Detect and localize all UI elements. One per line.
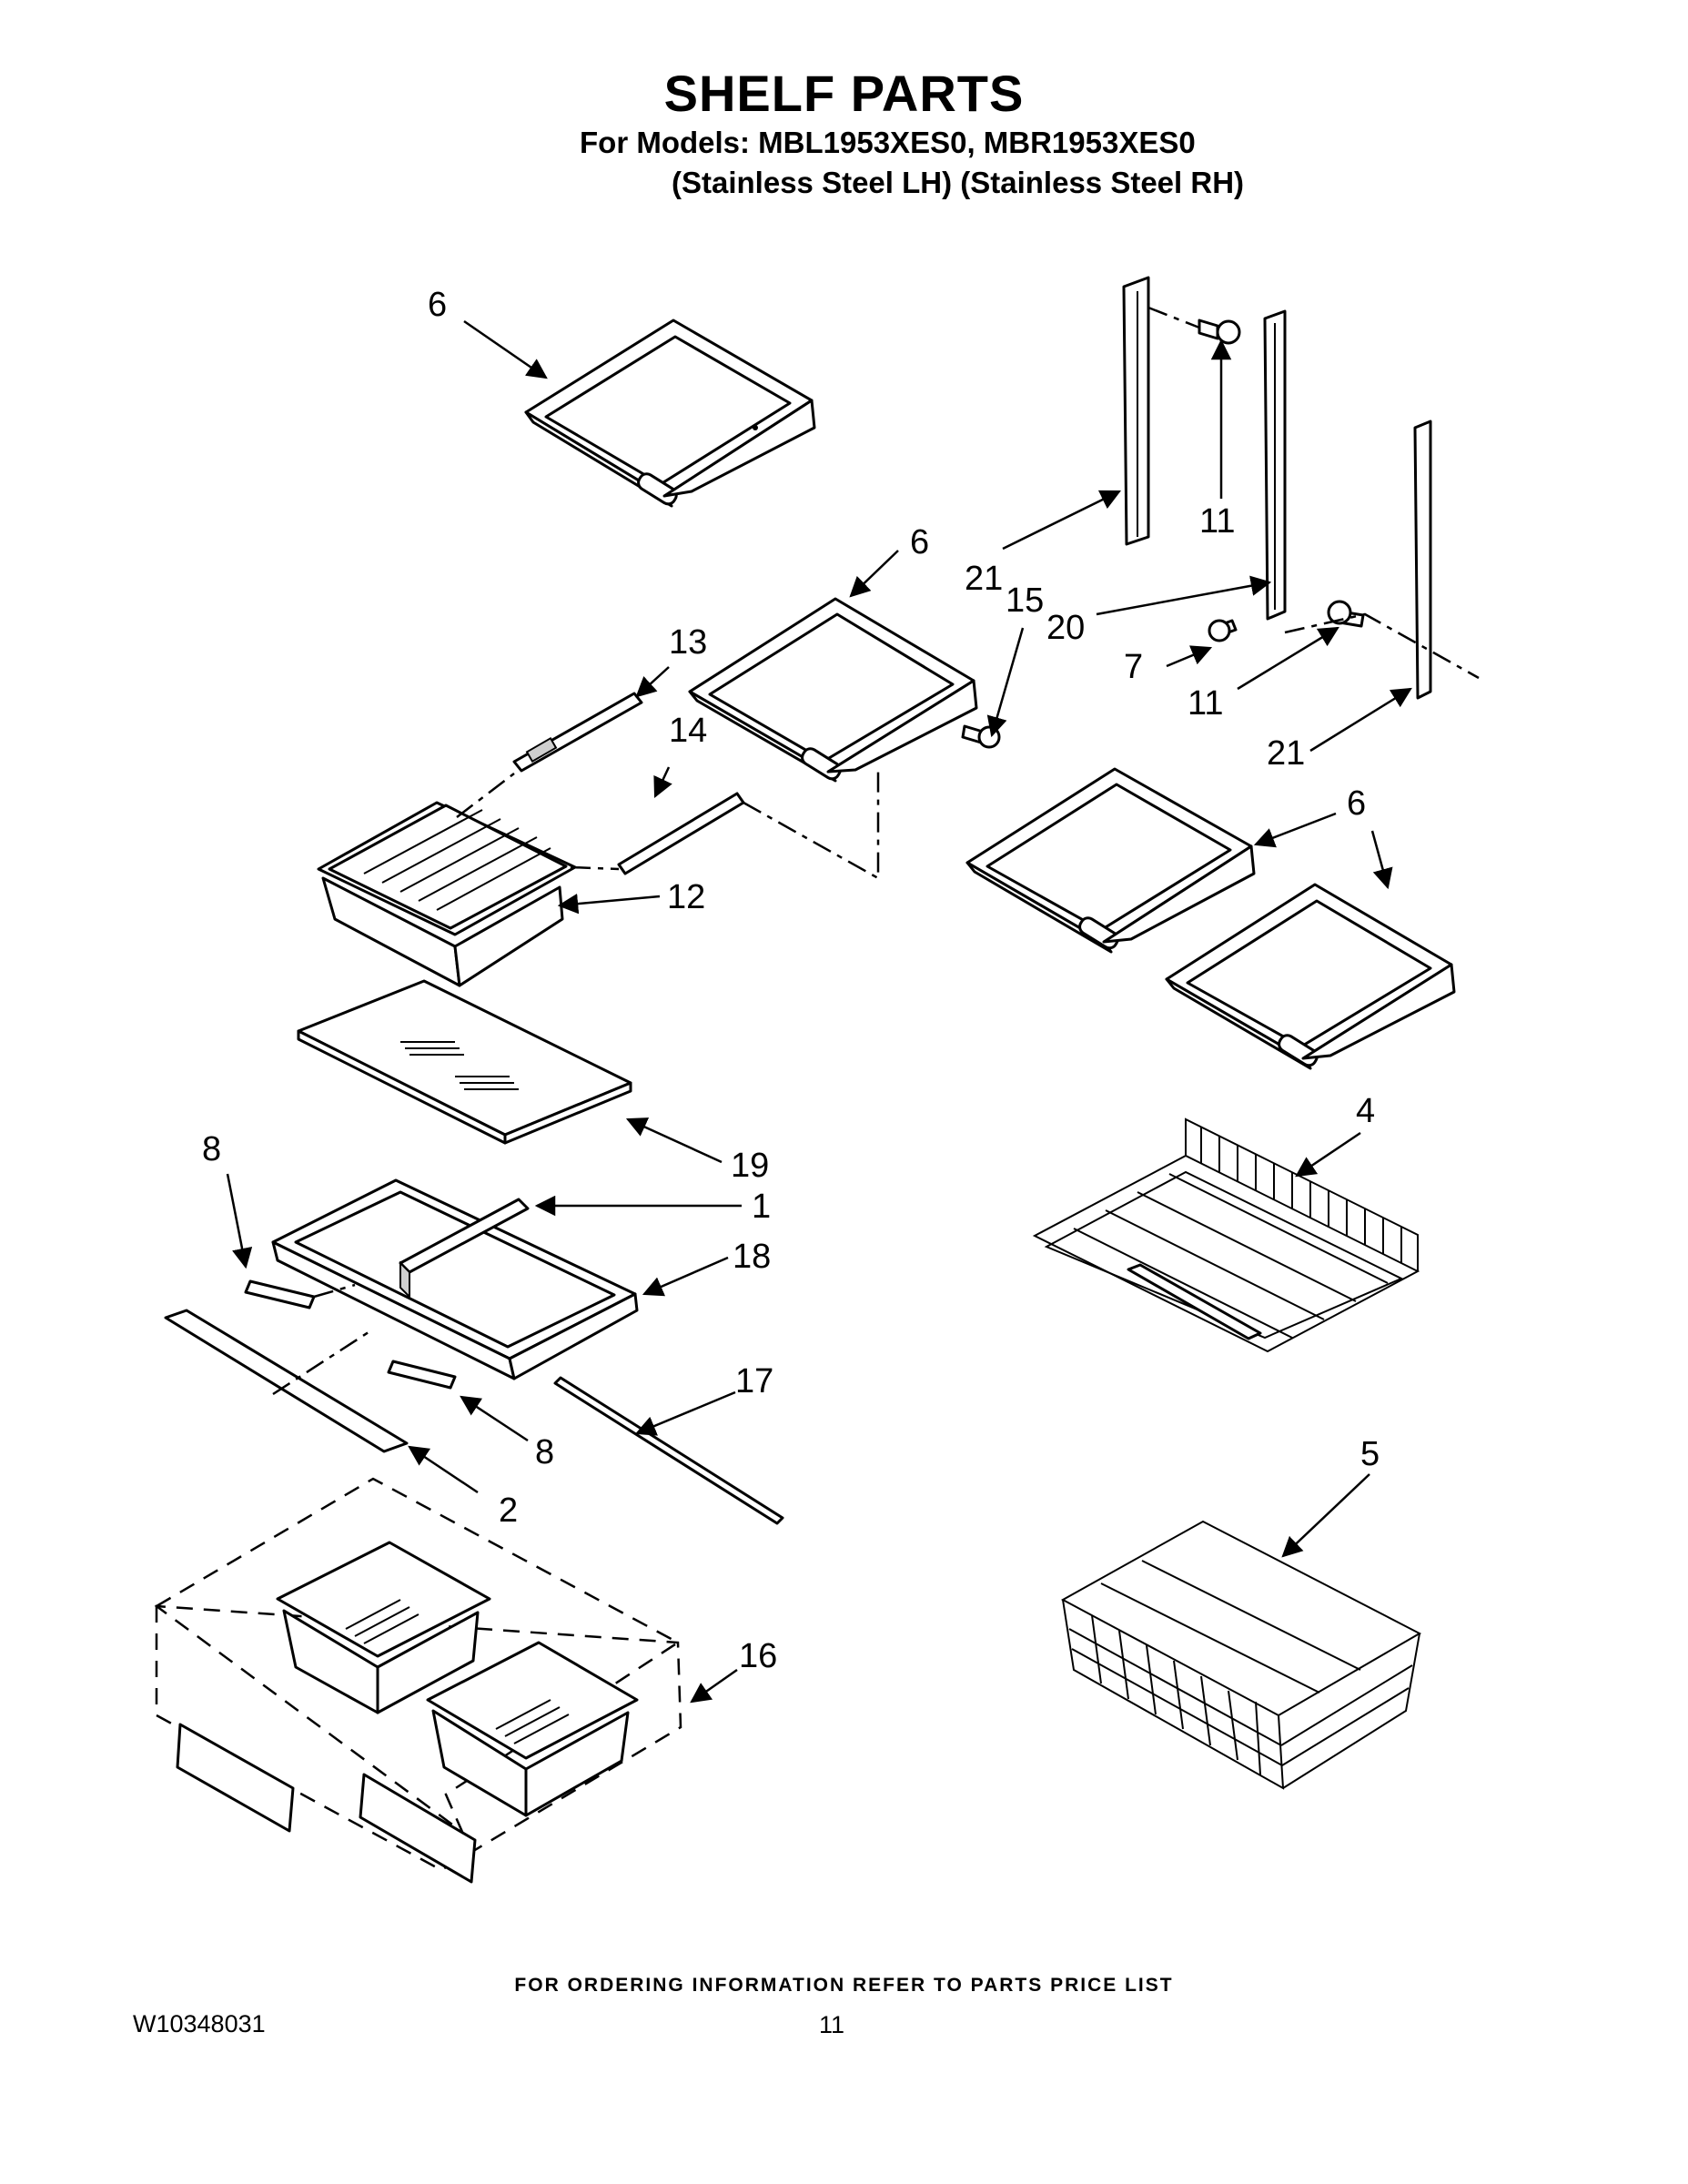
screw-part-11-lower (1327, 600, 1365, 628)
shelf-part-6-top (524, 318, 816, 508)
callout-18: 18 (733, 1238, 771, 1276)
bin-kit-part-16 (154, 1477, 682, 1884)
leader-lines (226, 319, 1412, 1704)
divider-part-1 (399, 1198, 530, 1299)
shelf-part-6-right-upper (965, 767, 1256, 954)
callout-15: 15 (1006, 581, 1044, 620)
wire-shelf-part-4 (1032, 1117, 1420, 1353)
rod-part-17 (553, 1376, 784, 1525)
callout-6-right: 6 (1347, 784, 1366, 823)
document-number: W10348031 (133, 2010, 266, 2037)
glass-shelf-part-19 (297, 979, 632, 1145)
callout-20: 20 (1046, 609, 1085, 647)
callout-8-right: 8 (535, 1433, 554, 1471)
callout-12: 12 (667, 878, 705, 916)
cover-part-8-right (387, 1360, 457, 1390)
variants-line: (Stainless Steel LH) (Stainless Steel RH… (672, 166, 1245, 199)
cover-part-8-left (244, 1279, 316, 1309)
callout-8-left: 8 (202, 1130, 221, 1168)
callout-6-top: 6 (428, 286, 447, 324)
screw-part-7 (1208, 619, 1238, 642)
callout-labels: 6 21 11 6 15 20 7 11 21 13 14 12 6 19 8 … (202, 286, 1380, 1675)
callout-19: 19 (731, 1147, 769, 1185)
shelf-part-6-right-lower (1165, 883, 1456, 1070)
slide-part-14 (617, 792, 745, 875)
page-title: SHELF PARTS (663, 65, 1025, 122)
screw-part-11-upper (1198, 318, 1241, 345)
callout-21-left: 21 (965, 560, 1003, 598)
page-number: 11 (819, 2011, 845, 2038)
callout-21-right: 21 (1267, 734, 1305, 773)
rail-part-21-right (1413, 420, 1432, 700)
ordering-note: FOR ORDERING INFORMATION REFER TO PARTS … (514, 1975, 1174, 1996)
drawer-part-12 (317, 801, 577, 987)
pan-assembly-part-18 (271, 1178, 639, 1380)
wire-basket-part-5 (1060, 1520, 1422, 1790)
callout-11-upper: 11 (1199, 502, 1235, 541)
models-line: For Models: MBL1953XES0, MBR1953XES0 (580, 126, 1196, 159)
rail-part-21-left (1122, 276, 1150, 546)
shelf-part-6-middle (688, 597, 978, 783)
trim-part-2 (164, 1309, 409, 1453)
callout-14: 14 (669, 712, 707, 750)
callout-4: 4 (1356, 1092, 1375, 1130)
callout-6-middle: 6 (910, 523, 929, 561)
callout-13: 13 (669, 623, 707, 662)
rail-part-20 (1263, 309, 1287, 621)
callout-7: 7 (1124, 648, 1143, 686)
slide-part-13 (512, 692, 643, 773)
callout-2: 2 (499, 1491, 518, 1530)
callout-11-lower: 11 (1188, 684, 1223, 723)
callout-17: 17 (735, 1362, 773, 1400)
callout-1: 1 (752, 1188, 771, 1226)
callout-5: 5 (1360, 1435, 1380, 1473)
callout-16: 16 (739, 1637, 777, 1675)
